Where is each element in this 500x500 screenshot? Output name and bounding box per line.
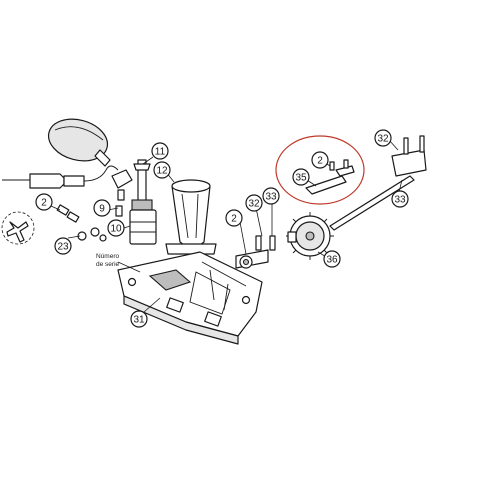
callout-11: 11: [151, 142, 169, 160]
svg-text:de serie: de serie: [96, 261, 120, 268]
callout-33-right: 33: [391, 190, 409, 208]
svg-text:35: 35: [295, 173, 307, 184]
highlight-circle: [275, 135, 365, 205]
motor-housing: [47, 118, 111, 167]
callout-32-middle: 32: [245, 194, 263, 212]
highlighted-bracket: [305, 159, 355, 195]
rail-shaft: [329, 135, 427, 231]
callout-36: 36: [323, 250, 341, 268]
callout-35: 35: [292, 168, 310, 186]
svg-text:11: 11: [155, 147, 166, 158]
cylinder-housing: [165, 179, 217, 255]
sprocket-gear: [286, 212, 334, 260]
svg-text:32: 32: [248, 199, 260, 210]
svg-text:32: 32: [377, 134, 389, 145]
svg-text:10: 10: [110, 224, 122, 235]
svg-text:36: 36: [326, 255, 338, 266]
callout-32-right: 32: [374, 129, 392, 147]
svg-text:9: 9: [99, 204, 105, 215]
serial-number-note: Número de serie: [96, 253, 120, 268]
cable-assembly: [2, 165, 133, 189]
svg-text:31: 31: [133, 315, 145, 326]
callout-23: 23: [54, 237, 72, 255]
callout-2-left: 2: [35, 193, 53, 211]
callout-12: 12: [153, 161, 171, 179]
fan-wheel: [1, 211, 35, 245]
svg-text:2: 2: [231, 214, 237, 225]
svg-text:23: 23: [57, 242, 69, 253]
pulley-bracket: [235, 235, 276, 269]
drive-shaft-assembly: [115, 159, 157, 245]
callout-31: 31: [130, 310, 148, 328]
callout-10: 10: [107, 219, 125, 237]
svg-text:2: 2: [41, 198, 47, 209]
callout-9: 9: [93, 199, 111, 217]
callout-33-middle: 33: [262, 187, 280, 205]
svg-text:Número: Número: [96, 253, 120, 260]
leader-lines: [50, 139, 403, 313]
svg-text:33: 33: [265, 192, 277, 203]
screw-set-left: [56, 204, 107, 242]
svg-text:2: 2: [317, 156, 323, 167]
svg-text:12: 12: [156, 166, 168, 177]
svg-text:33: 33: [394, 195, 406, 206]
base-chassis: [117, 251, 263, 345]
callout-2-highlight: 2: [311, 151, 329, 169]
callout-2-middle: 2: [225, 209, 243, 227]
